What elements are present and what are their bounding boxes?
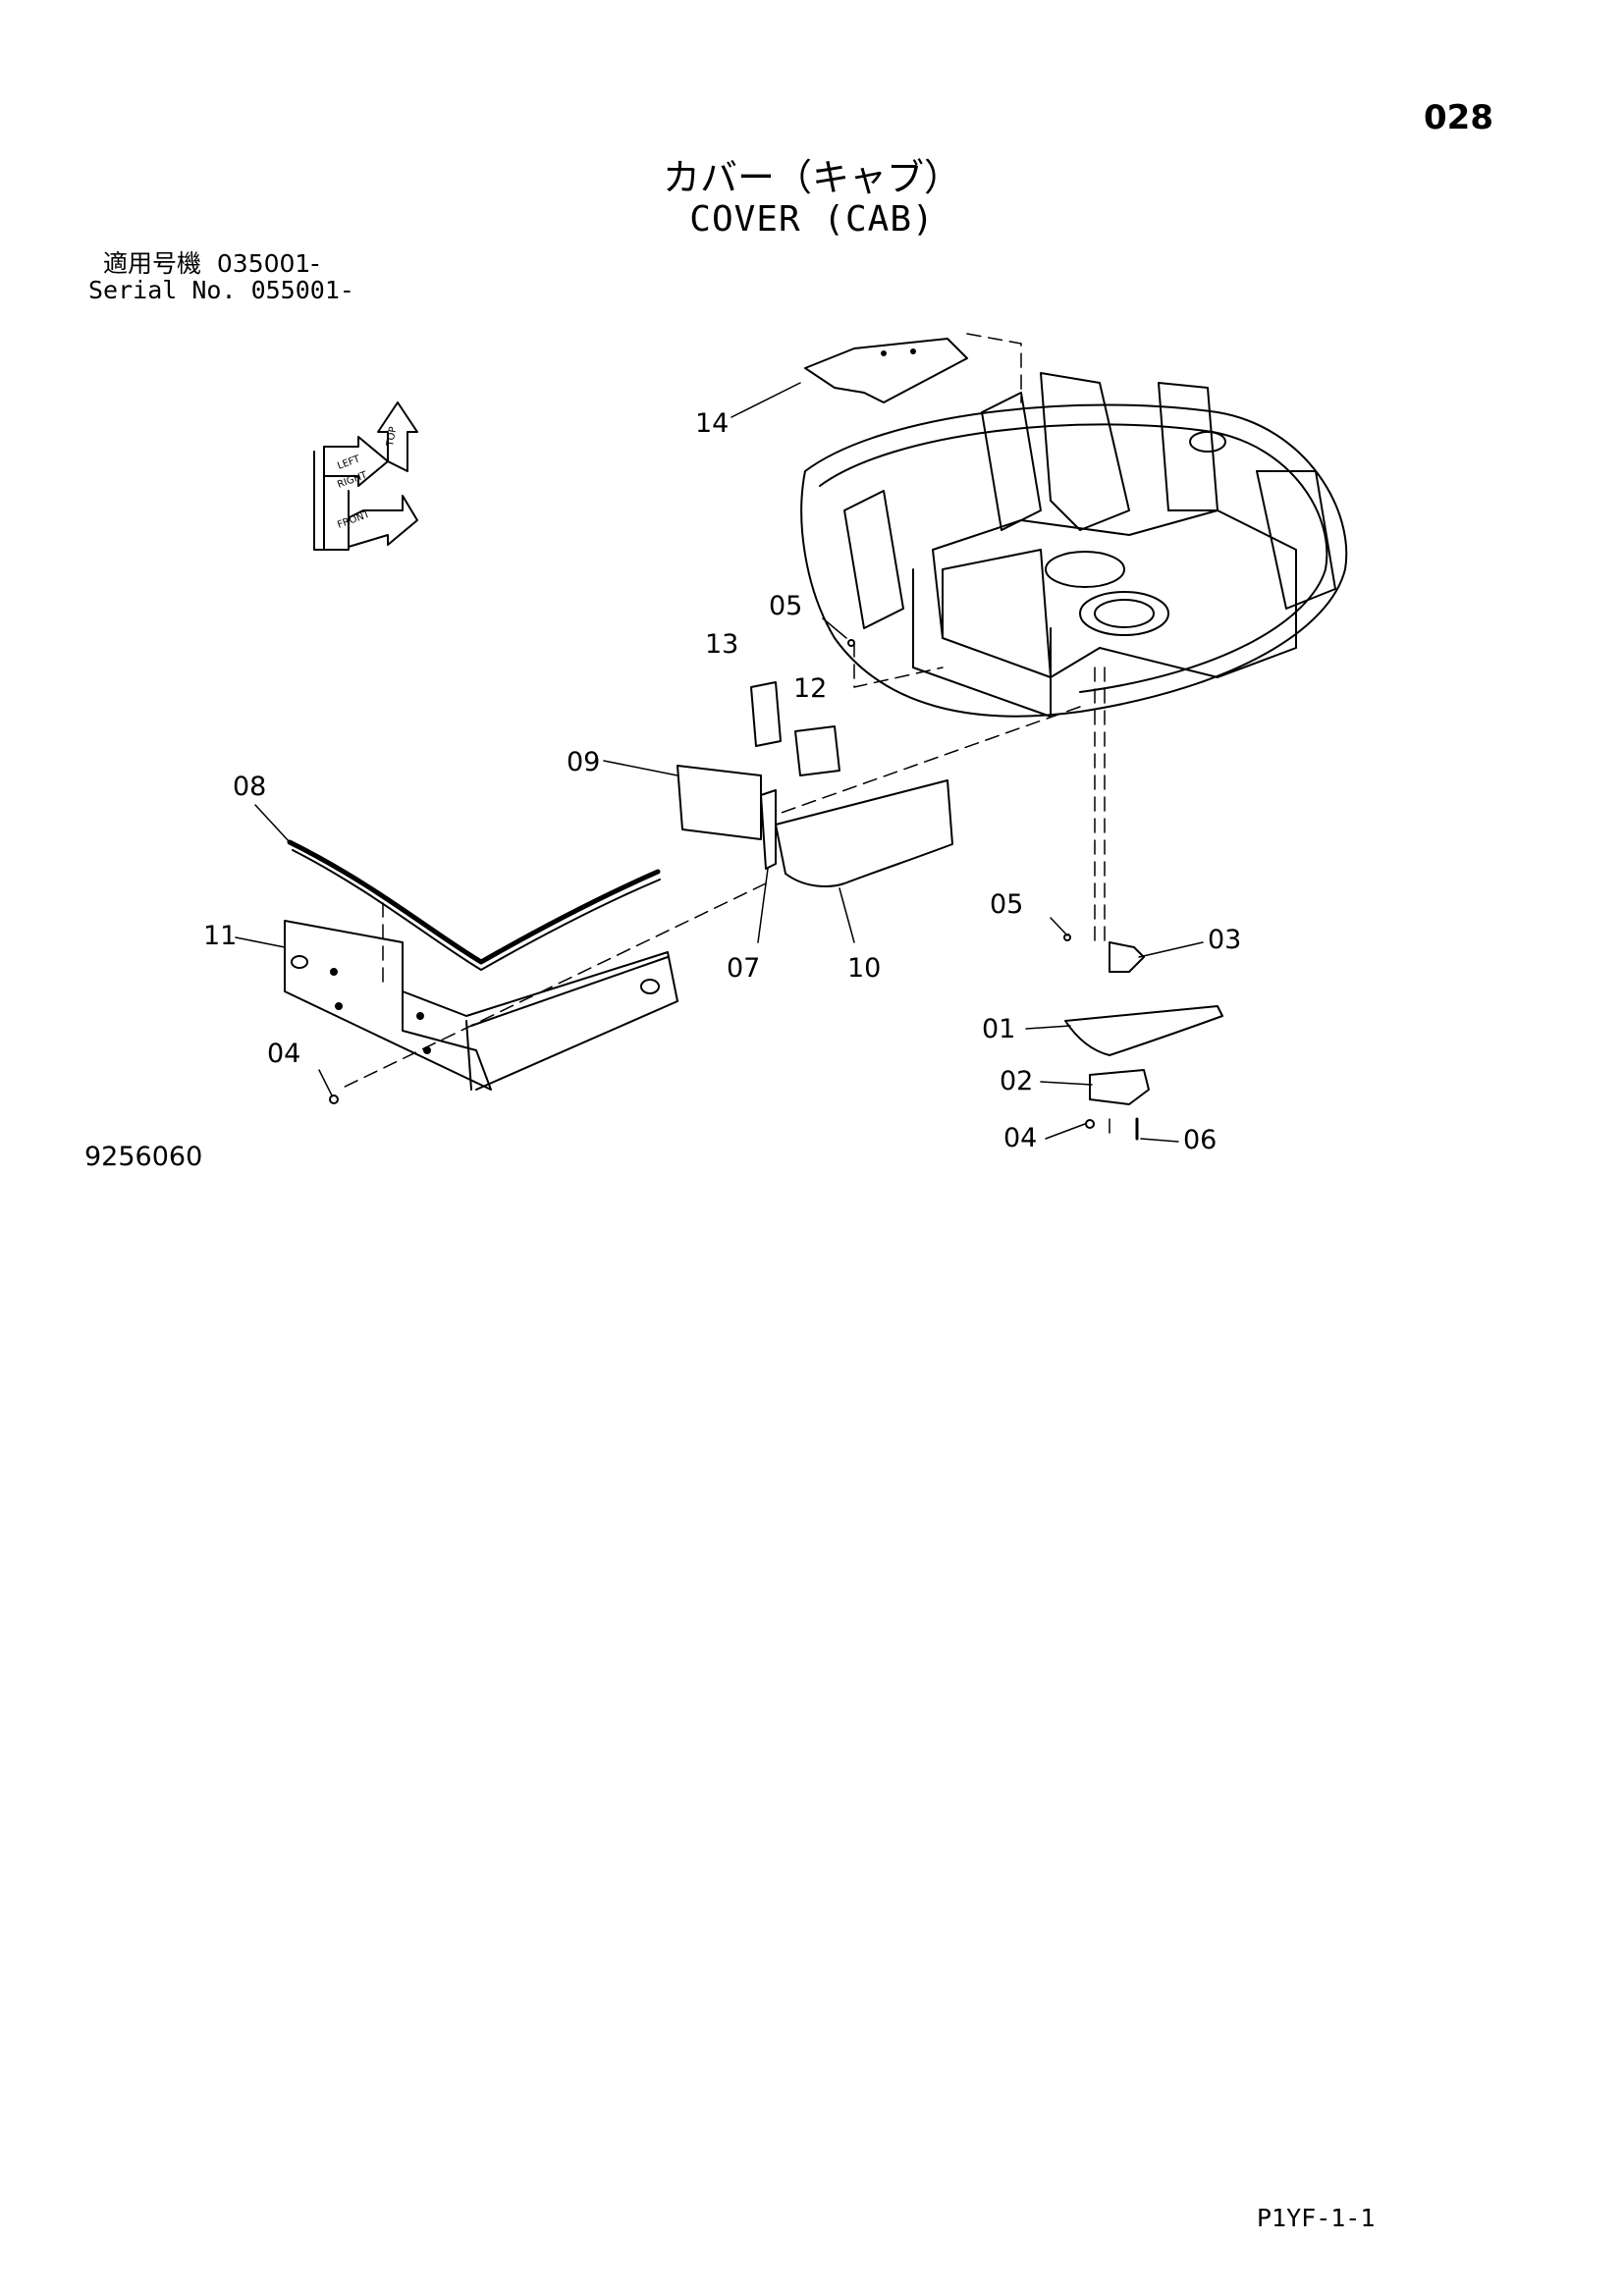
callout-09: 09	[567, 747, 600, 777]
callout-04-right: 04	[1003, 1123, 1037, 1153]
callout-06: 06	[1183, 1125, 1217, 1155]
upper-frame-assembly	[800, 372, 1348, 718]
orientation-icon: LEFT TOP RIGHT FRONT	[313, 401, 418, 551]
part-01-step	[1064, 1005, 1223, 1056]
part-09-cover	[677, 765, 762, 840]
part-04-nut-right	[1085, 1119, 1095, 1129]
callout-14: 14	[695, 408, 729, 439]
orientation-label-top: TOP	[385, 426, 399, 449]
callout-02: 02	[1000, 1066, 1033, 1096]
callout-07: 07	[727, 953, 760, 984]
callout-leaders	[235, 382, 1204, 1143]
callout-12: 12	[793, 673, 827, 704]
part-08-seal-edge	[292, 849, 661, 971]
page-title-english: COVER (CAB)	[689, 199, 935, 240]
callout-05-lower: 05	[990, 889, 1023, 920]
part-14-plate	[804, 338, 968, 403]
page-title-japanese: カバー（キャブ）	[662, 156, 961, 199]
callout-05-upper: 05	[769, 591, 802, 621]
callout-08: 08	[233, 772, 266, 802]
part-13-pad	[750, 681, 782, 747]
callout-11: 11	[203, 921, 237, 951]
part-10-cover	[775, 779, 953, 887]
part-03-bracket	[1109, 941, 1145, 973]
part-12-pad	[794, 725, 840, 776]
alignment-dashed-lines	[338, 333, 1110, 1140]
callout-13: 13	[705, 629, 738, 660]
part-07-bracket	[760, 789, 777, 870]
callout-01: 01	[982, 1014, 1015, 1044]
serial-range-japanese: 適用号機 035001-	[103, 249, 320, 278]
part-04-bolt-left	[329, 1095, 339, 1104]
callout-03: 03	[1208, 925, 1241, 955]
page-number: 028	[1424, 98, 1493, 137]
callout-04-left: 04	[267, 1039, 300, 1069]
drawing-number: 9256060	[84, 1142, 203, 1172]
serial-range-english: Serial No. 055001-	[88, 276, 354, 304]
callout-10: 10	[847, 953, 881, 984]
part-02-plate	[1089, 1069, 1150, 1105]
part-05-bolt-upper	[847, 639, 855, 647]
part-11-cover	[284, 920, 678, 1091]
page-code: P1YF-1-1	[1257, 2204, 1376, 2232]
part-08-seal	[287, 839, 661, 965]
